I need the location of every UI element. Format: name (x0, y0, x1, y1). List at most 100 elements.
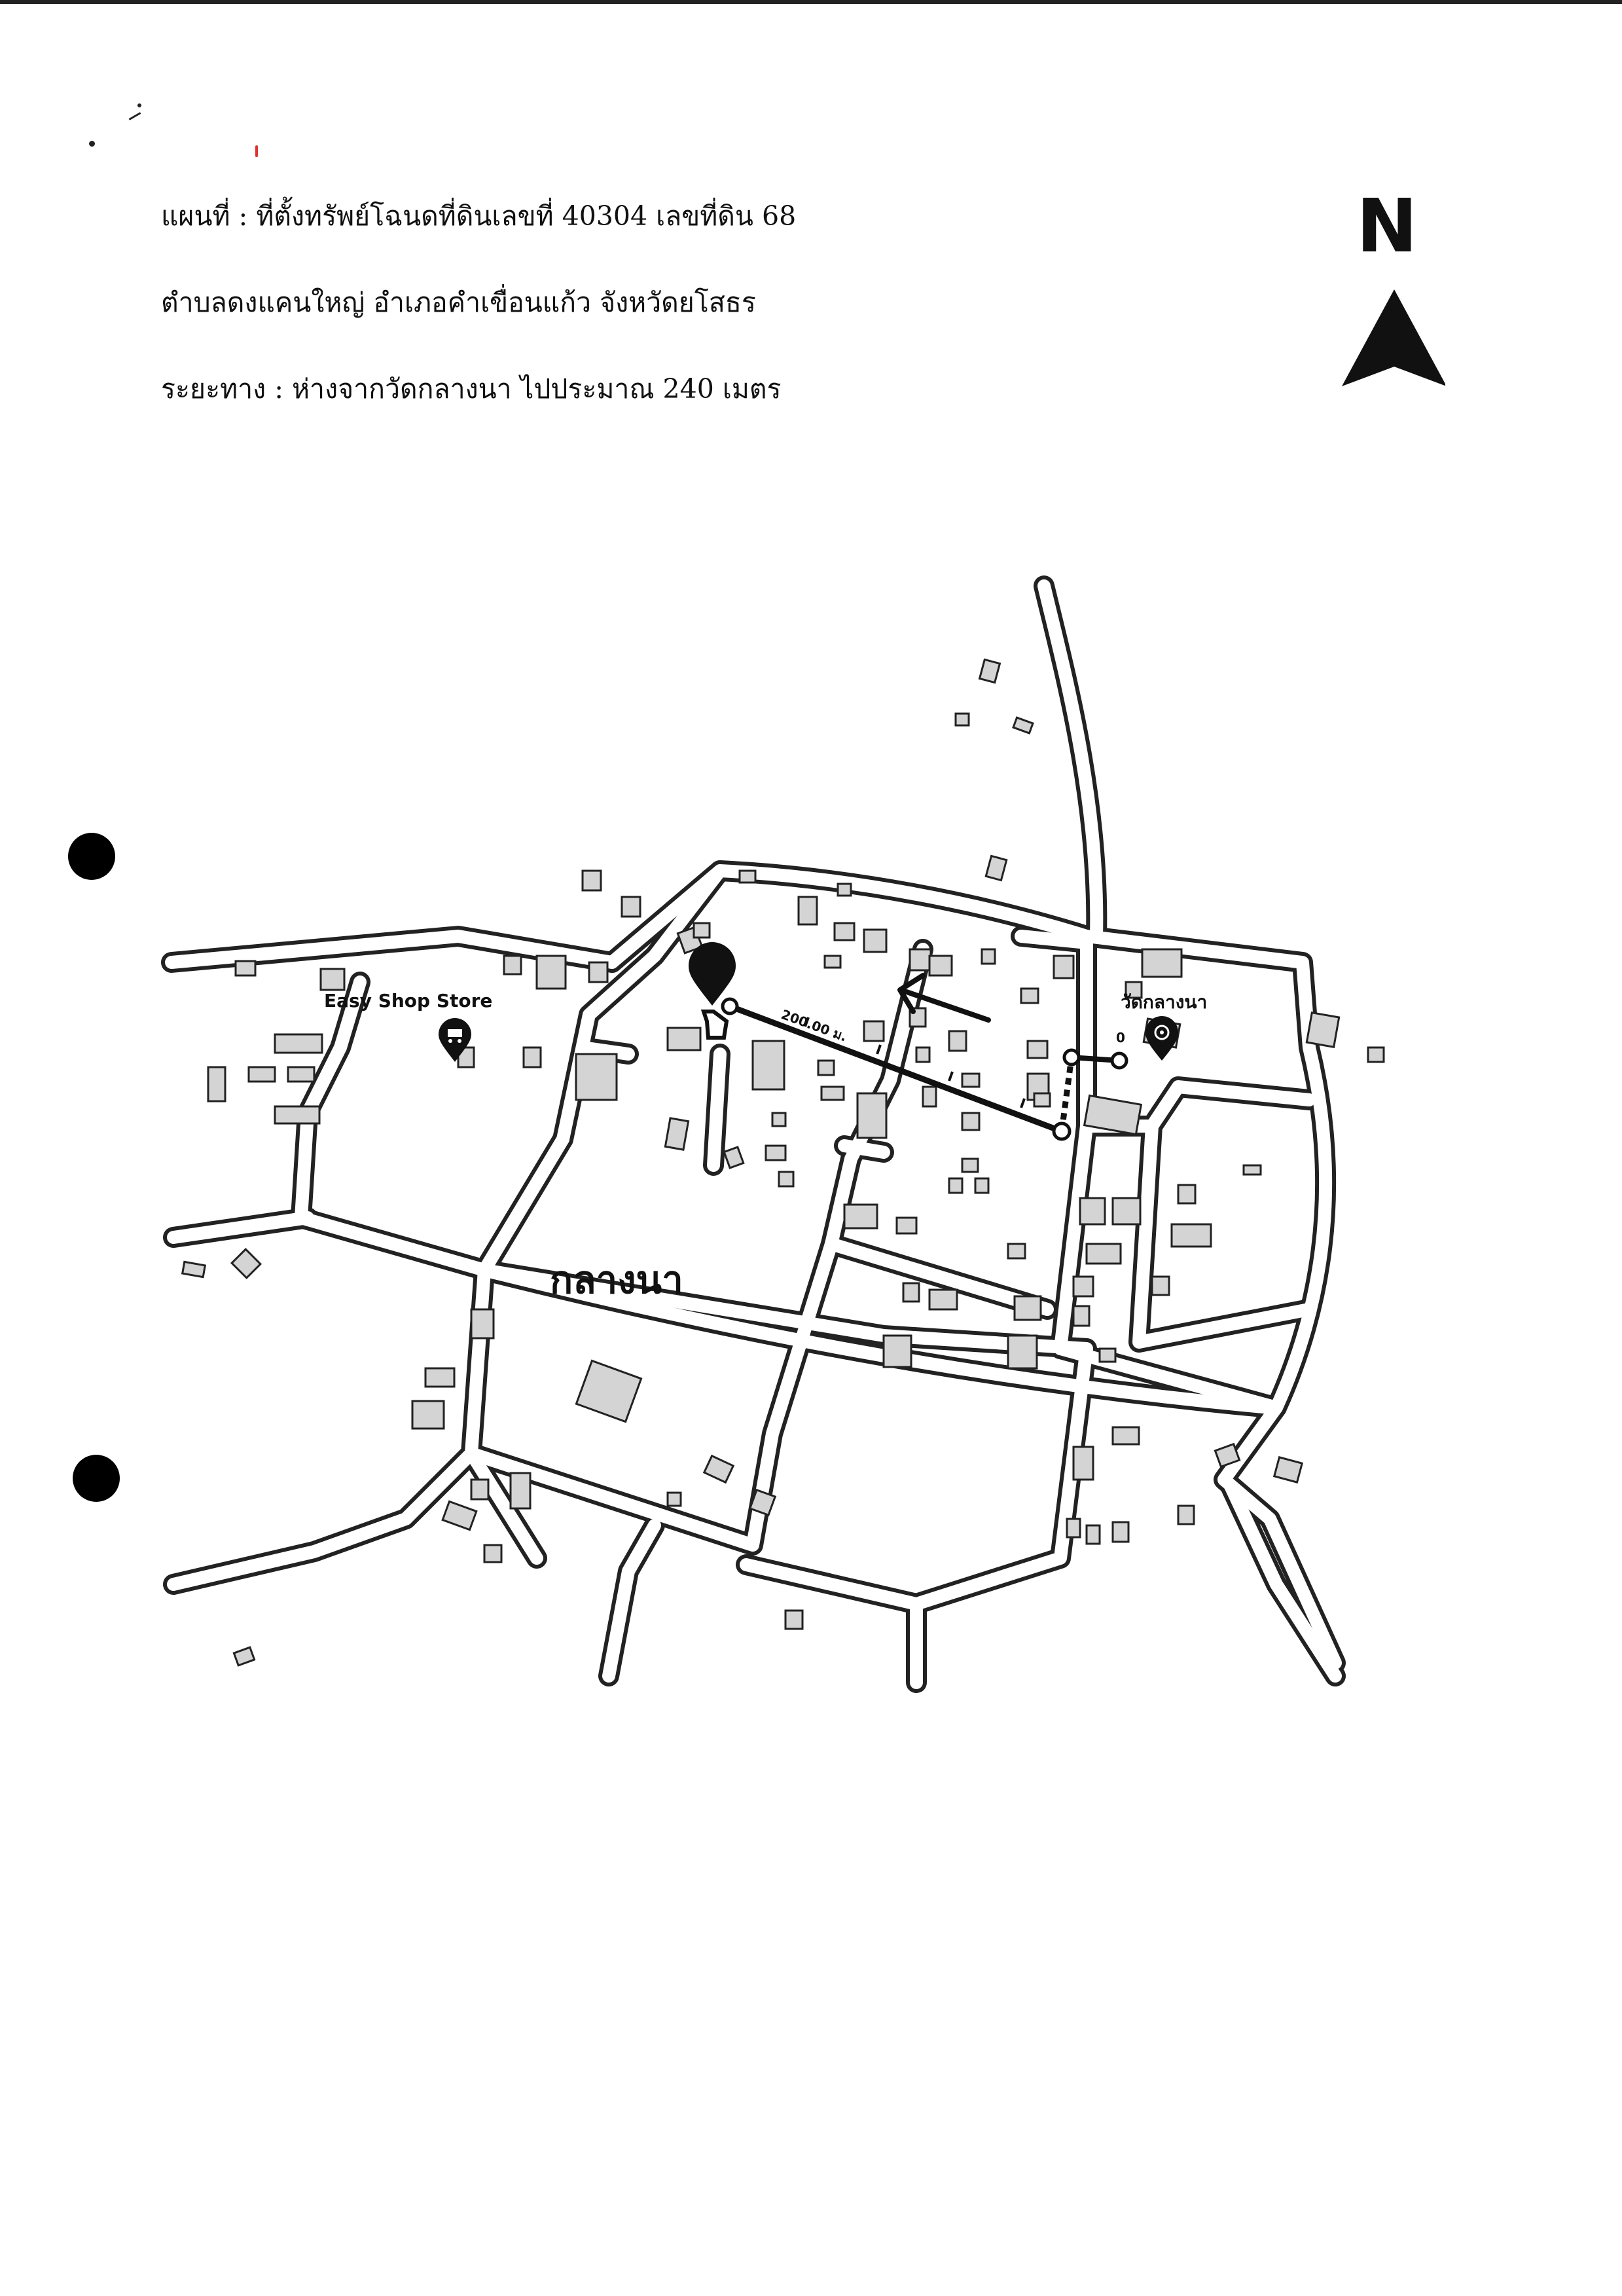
scale-zero-label: 0 (1116, 1030, 1125, 1046)
road (165, 864, 1342, 1669)
road (1054, 1120, 1093, 1355)
building (1177, 1504, 1195, 1525)
buildings (181, 658, 1385, 1667)
road (478, 1264, 1276, 1414)
building (928, 955, 953, 977)
building (1111, 1426, 1140, 1446)
road (1224, 1480, 1342, 1683)
building (856, 1092, 888, 1139)
building (1026, 1040, 1049, 1059)
building (470, 1308, 495, 1339)
building (664, 1117, 690, 1151)
building (581, 869, 602, 892)
building (843, 1203, 878, 1230)
building (1272, 1456, 1304, 1484)
building (503, 955, 522, 975)
building (1085, 1243, 1122, 1265)
road (465, 1447, 543, 1565)
road (707, 1048, 727, 1172)
building (738, 869, 757, 884)
road (1037, 579, 1104, 943)
building (1079, 1197, 1106, 1226)
roads (161, 575, 1346, 1693)
location-line: ตำบลดงแคนใหญ่ อำเภอคำเขื่อนแก้ว จังหวัดย… (161, 287, 756, 318)
temple-pin-icon (1145, 1016, 1178, 1061)
building (948, 1030, 967, 1052)
road (602, 1519, 661, 1683)
building (1367, 1046, 1385, 1063)
road (1054, 1342, 1283, 1414)
building (232, 1646, 256, 1667)
building (441, 1500, 478, 1531)
building (693, 922, 711, 939)
building (1007, 1334, 1038, 1370)
road (1132, 1120, 1316, 1349)
building (1214, 1442, 1241, 1468)
building (948, 1177, 964, 1194)
building (1012, 716, 1034, 735)
building (522, 1046, 542, 1068)
building (723, 1146, 745, 1169)
building (1151, 1275, 1170, 1296)
building (1125, 981, 1143, 999)
building (575, 1053, 618, 1101)
building (588, 961, 609, 983)
road (465, 1237, 838, 1552)
building (1305, 1011, 1341, 1049)
building (771, 1112, 787, 1127)
building (784, 1609, 804, 1630)
route-node (1052, 1121, 1072, 1141)
building (274, 1105, 321, 1125)
building (984, 854, 1008, 882)
building (1111, 1521, 1130, 1543)
building (1111, 1197, 1142, 1226)
punch-hole (73, 1455, 120, 1502)
building (961, 1072, 981, 1088)
building (823, 955, 842, 969)
building (895, 1216, 918, 1235)
building (978, 658, 1001, 684)
building (748, 1488, 777, 1517)
road (825, 1237, 1054, 1316)
route-node (1062, 1048, 1081, 1066)
building (1242, 1164, 1262, 1176)
store-label: Easy Shop Store (324, 990, 492, 1011)
building (1177, 1184, 1197, 1205)
building (509, 1472, 532, 1510)
building (1072, 1446, 1094, 1481)
scan-edge (0, 0, 1622, 4)
building (915, 1046, 931, 1063)
road (167, 1211, 314, 1244)
building (575, 1359, 643, 1423)
building (902, 1282, 920, 1303)
building (909, 948, 932, 972)
scan-speck (89, 141, 95, 147)
building (1141, 948, 1183, 978)
building (974, 1177, 990, 1194)
shopping-cart-pin-icon (439, 1018, 471, 1062)
building (817, 1059, 835, 1076)
building (1053, 955, 1075, 979)
scan-speck (137, 103, 141, 107)
building (863, 1020, 885, 1042)
road (838, 1139, 890, 1159)
village-map: 200.00 ม. 0 Easy Shop Store วัดกลางนา กล… (161, 575, 1385, 1693)
scan-speck (255, 145, 258, 157)
building (863, 928, 888, 953)
building (319, 968, 346, 991)
building (274, 1033, 323, 1054)
building (833, 922, 856, 941)
road (167, 1133, 569, 1591)
temple-label: วัดกลางนา (1121, 991, 1207, 1013)
village-label: กลางนา (550, 1258, 683, 1302)
building (922, 1085, 937, 1108)
building (1033, 1092, 1051, 1108)
building (621, 896, 641, 918)
road (576, 1041, 635, 1061)
building (702, 1454, 735, 1484)
map-title-line: แผนที่ : ที่ตั้งทรัพย์โฉนดที่ดินเลขที่ 4… (161, 200, 797, 232)
building (981, 948, 996, 965)
arrow-left-icon (897, 973, 991, 1023)
building (470, 1478, 490, 1501)
building (820, 1085, 845, 1101)
